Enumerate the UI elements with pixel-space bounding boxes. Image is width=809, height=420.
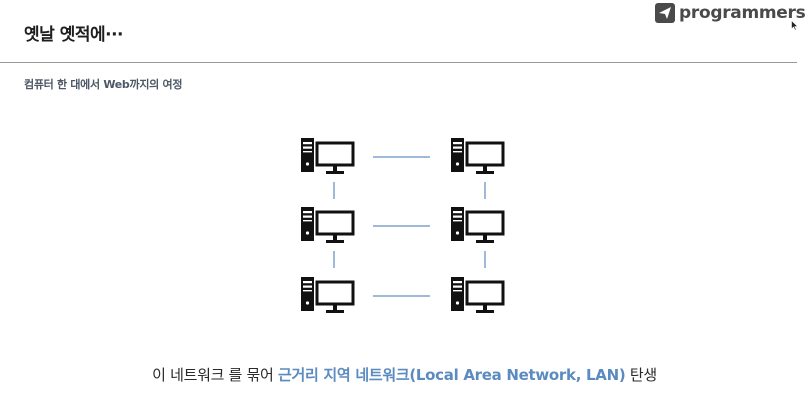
lan-network-diagram [299, 136, 505, 315]
desktop-computer-icon [299, 275, 355, 315]
caption-prefix: 이 네트워크 를 묶어 [152, 366, 278, 384]
desktop-computer-icon [449, 275, 505, 315]
mouse-cursor-icon [791, 16, 799, 35]
desktop-computer-icon [299, 205, 355, 245]
logo-text: programmers [679, 3, 806, 23]
caption-highlight: 근거리 지역 네트워크(Local Area Network, LAN) [278, 366, 626, 384]
programmers-logo: programmers [655, 3, 806, 23]
desktop-computer-icon [299, 136, 355, 176]
desktop-computer-icon [449, 136, 505, 176]
section-subtitle: 컴퓨터 한 대에서 Web까지의 여정 [24, 78, 183, 91]
header-divider [0, 62, 797, 63]
caption: 이 네트워크 를 묶어 근거리 지역 네트워크(Local Area Netwo… [0, 364, 809, 385]
page-title: 옛날 옛적에··· [24, 25, 124, 45]
caption-suffix: 탄생 [625, 366, 657, 384]
network-links [333, 156, 486, 297]
paper-plane-icon [655, 3, 675, 23]
desktop-computer-icon [449, 205, 505, 245]
